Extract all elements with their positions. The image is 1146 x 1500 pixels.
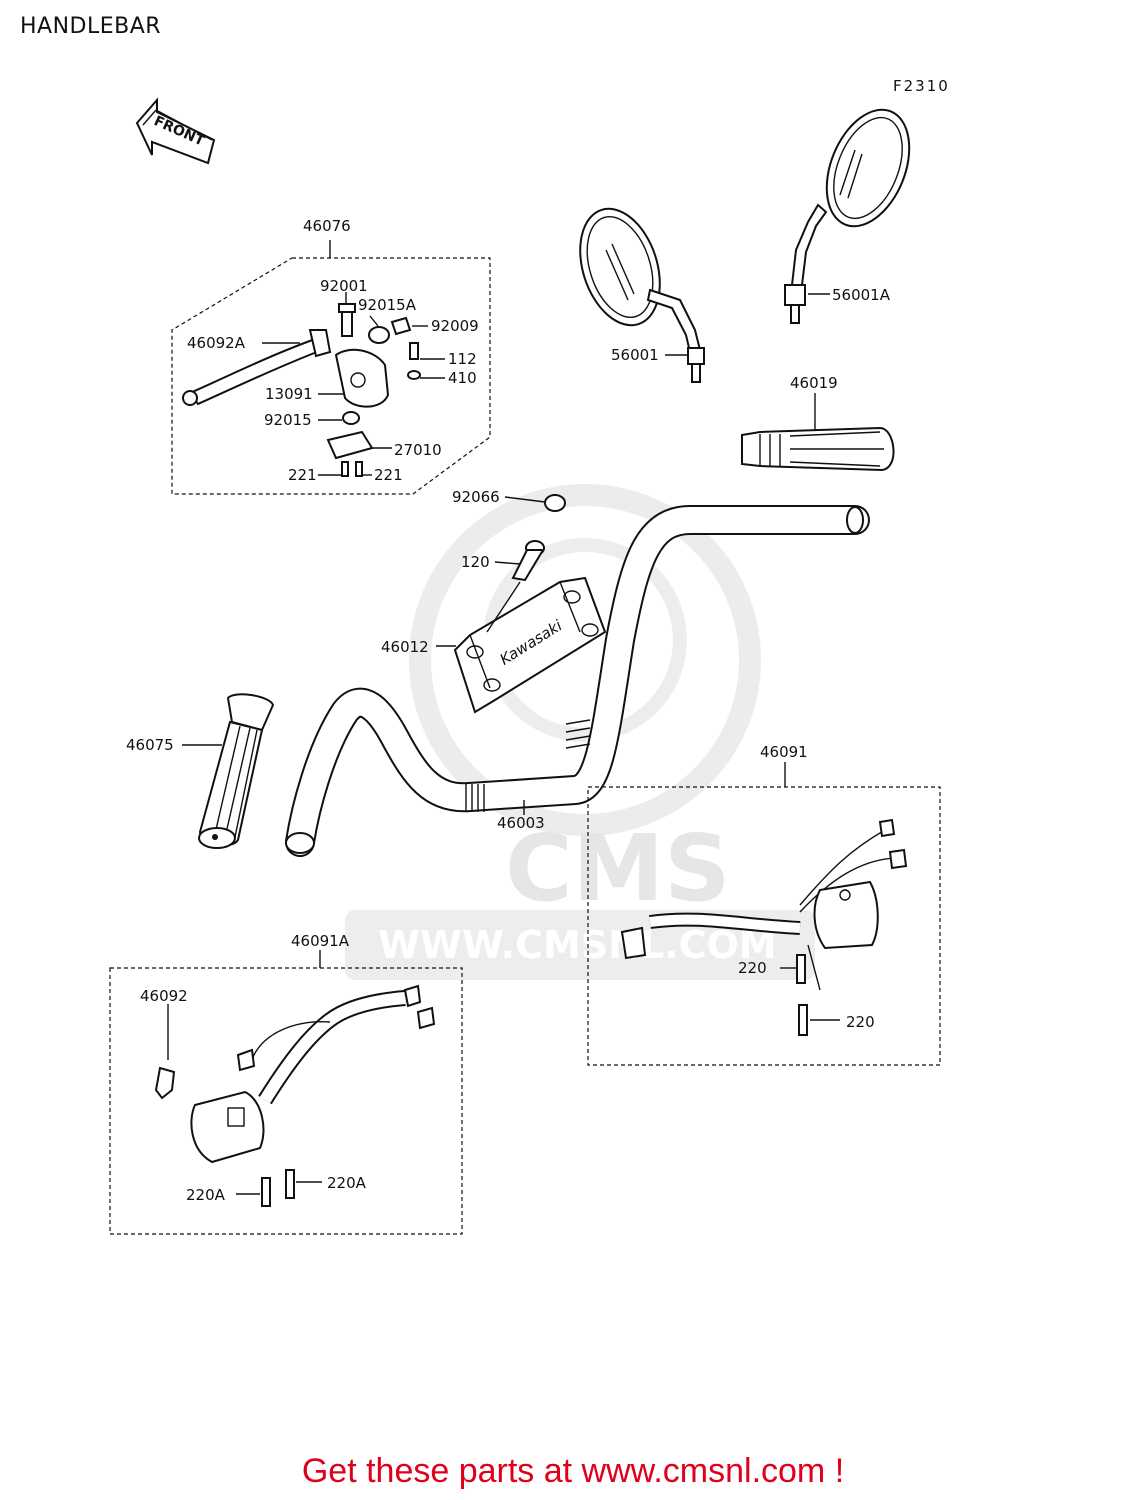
holder-bolt [486,494,566,633]
callout-46091A: 46091A [291,932,350,950]
callout-46076: 46076 [303,217,351,235]
switch-right-assembly [587,762,941,1066]
handlebar-tube [285,505,870,857]
callout-46012: 46012 [381,638,429,656]
callout-92001: 92001 [320,277,368,295]
callout-labels: 46076 92001 92015A 92009 46092A 112 1309… [126,217,891,1204]
front-arrow-icon: FRONT [135,97,216,165]
callout-410: 410 [448,369,477,387]
callout-92066: 92066 [452,488,500,506]
callout-92015A: 92015A [358,296,417,314]
callout-221-left: 221 [288,466,317,484]
callout-92015: 92015 [264,411,312,429]
switch-left-assembly [109,950,463,1235]
callout-46075: 46075 [126,736,174,754]
callout-220-lower: 220 [846,1013,875,1031]
cmsnl-watermark: CMS WWW.CMSNL.COM [345,484,815,980]
mirror-left [579,207,705,383]
clutch-lever-assembly [171,240,491,495]
watermark-url-text: WWW.CMSNL.COM [378,923,777,967]
callout-46019: 46019 [790,374,838,392]
cmsnl-footer-link[interactable]: Get these parts at www.cmsnl.com ! [301,1452,845,1490]
mirror-right [784,108,911,324]
callout-46092A: 46092A [187,334,246,352]
handlebar-parts-diagram: CMS WWW.CMSNL.COM F2310 FRONT [109,77,950,1235]
callout-46091: 46091 [760,743,808,761]
callout-13091: 13091 [265,385,313,403]
grip-right [741,393,895,472]
grip-left [182,693,275,849]
watermark-logo-text: CMS [505,815,730,922]
callout-120: 120 [461,553,490,571]
callout-220-upper: 220 [738,959,767,977]
callout-220A-right: 220A [327,1174,367,1192]
callout-92009: 92009 [431,317,479,335]
callout-27010: 27010 [394,441,442,459]
callout-220A-left: 220A [186,1186,226,1204]
callout-221-right: 221 [374,466,403,484]
callout-46092: 46092 [140,987,188,1005]
figure-code: F2310 [893,77,950,95]
callout-112: 112 [448,350,477,368]
lever-leader-lines [262,292,445,476]
callout-56001: 56001 [611,346,659,364]
callout-56001A: 56001A [832,286,891,304]
handlebar-holder: Kawasaki [453,576,607,714]
page-title: HANDLEBAR [20,14,162,39]
callout-46003: 46003 [497,814,545,832]
